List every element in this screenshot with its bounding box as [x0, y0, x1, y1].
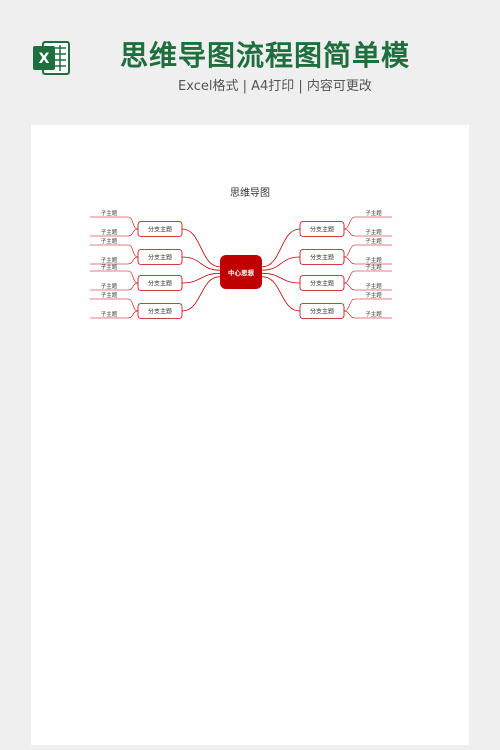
sub-connector — [343, 244, 356, 258]
branch-node-label: 分支主题 — [148, 308, 172, 316]
sub-topic-label: 子主题 — [101, 209, 118, 217]
sub-connector — [127, 256, 139, 265]
sub-connector — [343, 228, 356, 237]
sub-topic-label: 子主题 — [365, 282, 382, 290]
sub-topic-label: 子主题 — [365, 263, 382, 271]
connector-line — [181, 256, 221, 271]
sub-topic-label: 子主题 — [365, 310, 382, 318]
sub-connector — [127, 244, 139, 258]
branch-node-label: 分支主题 — [148, 280, 172, 288]
connector-line — [261, 272, 301, 284]
connector-line — [181, 228, 221, 268]
document-sheet — [31, 125, 469, 745]
sub-topic-label: 子主题 — [101, 291, 118, 299]
branch-node-label: 分支主题 — [310, 280, 334, 288]
sub-topic-label: 子主题 — [365, 228, 382, 236]
sub-connector — [343, 256, 356, 265]
page-subtitle: Excel格式 | A4打印 | 内容可更改 — [178, 79, 372, 94]
sub-topic-label: 子主题 — [101, 263, 118, 271]
sub-connector — [343, 216, 356, 230]
excel-logo-icon: X — [31, 38, 71, 78]
connector-line — [181, 276, 221, 312]
sub-connector — [127, 282, 139, 291]
branch-node-label: 分支主题 — [310, 254, 334, 262]
connector-line — [261, 256, 301, 271]
branch-node-label: 分支主题 — [148, 254, 172, 262]
center-node-label: 中心思想 — [228, 268, 255, 277]
sub-connector — [127, 216, 139, 230]
sub-connector — [343, 298, 356, 312]
sub-topic-label: 子主题 — [101, 256, 118, 264]
document-title: 思维导图 — [230, 188, 270, 199]
sub-topic-label: 子主题 — [101, 282, 118, 290]
sub-topic-label: 子主题 — [101, 228, 118, 236]
connector-line — [181, 272, 221, 284]
sub-connector — [127, 270, 139, 284]
header: X 思维导图流程图简单模 Excel格式 | A4打印 | 内容可更改 — [0, 0, 500, 120]
sub-connector — [127, 228, 139, 237]
branch-node-label: 分支主题 — [148, 226, 172, 234]
excel-logo-letter: X — [39, 51, 50, 67]
sub-connector — [127, 298, 139, 312]
sub-topic-label: 子主题 — [365, 237, 382, 245]
branch-node-label: 分支主题 — [310, 308, 334, 316]
sub-connector — [343, 310, 356, 319]
page-title: 思维导图流程图简单模 — [120, 39, 411, 72]
sub-topic-label: 子主题 — [101, 310, 118, 318]
sub-topic-label: 子主题 — [365, 291, 382, 299]
center-node — [220, 255, 262, 289]
sub-topic-label: 子主题 — [365, 256, 382, 264]
sub-connector — [343, 282, 356, 291]
connector-line — [261, 228, 301, 268]
connector-line — [261, 276, 301, 312]
sub-topic-label: 子主题 — [101, 237, 118, 245]
sub-topic-label: 子主题 — [365, 209, 382, 217]
sub-connector — [127, 310, 139, 319]
branch-node-label: 分支主题 — [310, 226, 334, 234]
sub-connector — [343, 270, 356, 284]
